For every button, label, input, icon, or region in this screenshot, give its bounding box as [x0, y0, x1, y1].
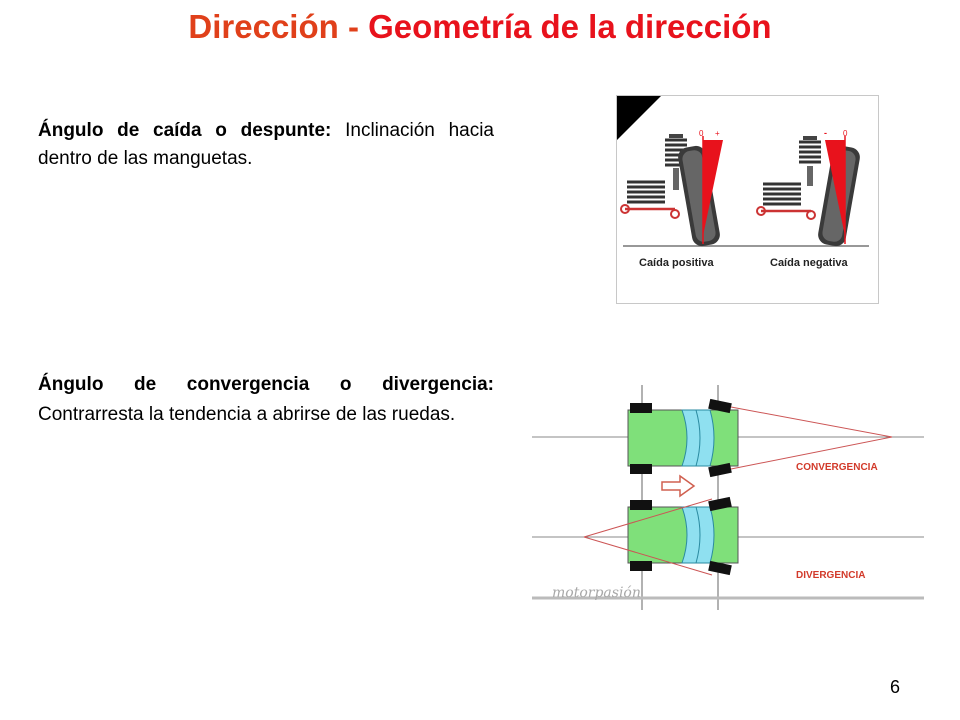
- camber-diagram-svg: 0 + - 0 Caída positiva: [617, 96, 869, 269]
- label-negative-camber: Caída negativa: [770, 257, 849, 269]
- mark-right-minus: -: [824, 128, 827, 138]
- title-part-2: Geometría de la dirección: [368, 8, 772, 45]
- toe-term: Ángulo de convergencia o divergencia:: [38, 374, 494, 395]
- title-part-1: Dirección: [188, 8, 339, 45]
- wheel-rear-left-2: [630, 500, 652, 510]
- camber-wedge-left: [703, 140, 723, 236]
- camber-paragraph: Ángulo de caída o despunte: Inclinación …: [38, 117, 494, 173]
- tire-left: [678, 145, 720, 247]
- toe-diagram-svg: CONVERGENCIA DIVERGENCIA motorpasión: [532, 385, 924, 610]
- wheel-front-right-1: [708, 462, 732, 478]
- wheel-front-left-2: [708, 496, 732, 512]
- camber-diagram: 0 + - 0 Caída positiva: [616, 95, 879, 304]
- camber-wedge-right: [825, 140, 845, 236]
- page-title: Dirección - Geometría de la dirección: [0, 8, 960, 46]
- watermark-logo: motorpasión: [552, 585, 641, 601]
- wheel-rear-right-2: [630, 561, 652, 571]
- car-divergence: [583, 496, 739, 576]
- car-convergence: [627, 398, 893, 478]
- wheel-front-left-1: [708, 398, 732, 414]
- boot-right: [763, 182, 801, 206]
- direction-arrow-icon: [661, 474, 696, 498]
- mark-left-zero: 0: [699, 129, 704, 138]
- spring-right: [799, 136, 821, 186]
- toe-paragraph: Ángulo de convergencia o divergencia: Co…: [38, 370, 494, 430]
- mark-right-zero: 0: [843, 129, 848, 138]
- camber-term: Ángulo de caída o despunte:: [38, 120, 332, 141]
- toe-diagram: CONVERGENCIA DIVERGENCIA motorpasión: [532, 385, 924, 610]
- label-positive-camber: Caída positiva: [639, 257, 714, 269]
- title-separator: -: [338, 8, 369, 45]
- mark-left-plus: +: [715, 129, 720, 138]
- boot-left: [627, 180, 665, 204]
- camber-definition: Inclinación hacia dentro de las mangueta…: [38, 120, 494, 169]
- spring-left: [665, 134, 687, 190]
- wheel-rear-left-1: [630, 403, 652, 413]
- positive-camber-assembly: 0 +: [620, 129, 723, 247]
- wheel-rear-right-1: [630, 464, 652, 474]
- label-convergence: CONVERGENCIA: [796, 462, 878, 473]
- corner-tab: [617, 96, 661, 140]
- toe-definition: Contrarresta la tendencia a abrirse de l…: [38, 404, 456, 425]
- page-number: 6: [889, 677, 900, 697]
- label-divergence: DIVERGENCIA: [796, 570, 865, 581]
- negative-camber-assembly: - 0: [756, 128, 860, 247]
- wheel-front-right-2: [708, 560, 732, 576]
